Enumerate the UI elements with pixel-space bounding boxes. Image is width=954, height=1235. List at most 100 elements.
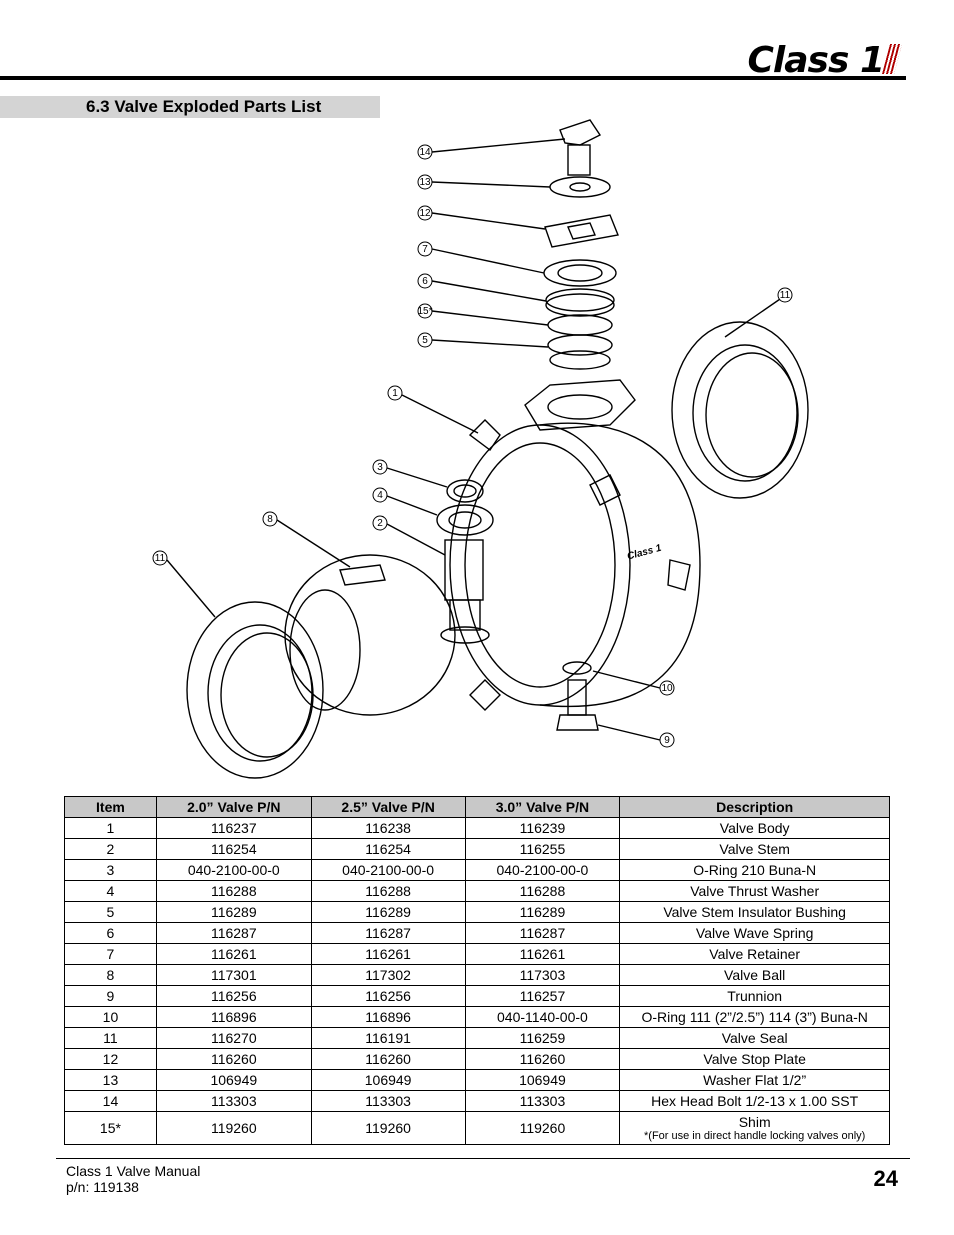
header-rule <box>0 76 906 80</box>
parts-table: Item 2.0” Valve P/N 2.5” Valve P/N 3.0” … <box>64 796 890 1145</box>
callout-12: 12 <box>419 208 431 219</box>
callout-4: 4 <box>377 490 383 501</box>
callout-3: 3 <box>377 462 383 473</box>
cell-item: 10 <box>64 1006 157 1028</box>
wave-spring-part <box>545 288 615 312</box>
class1-logo: Class 1 <box>748 40 903 81</box>
cell-description: Valve Thrust Washer <box>619 880 890 902</box>
footer-part-number: p/n: 119138 <box>66 1179 139 1195</box>
cell-item: 9 <box>64 985 157 1007</box>
callout-8: 8 <box>267 514 273 525</box>
cell-description: Shim *(For use in direct handle locking … <box>619 1111 890 1145</box>
callout-11-right: 11 <box>780 290 791 301</box>
hex-bolt-part <box>559 119 602 176</box>
col-header-2-5in: 2.5” Valve P/N <box>310 796 466 818</box>
cell-description: Washer Flat 1/2” <box>619 1069 890 1091</box>
cell-description: O-Ring 111 (2”/2.5”) 114 (3”) Buna-N <box>619 1006 890 1028</box>
cell-3in: 116289 <box>464 901 621 923</box>
cell-2-5in: 116191 <box>310 1027 466 1049</box>
cell-2in: 116237 <box>155 817 312 839</box>
shim-note: *(For use in direct handle locking valve… <box>644 1129 866 1142</box>
cell-2in: 117301 <box>155 964 312 986</box>
cell-3in: 119260 <box>464 1111 621 1145</box>
cell-2-5in: 116288 <box>310 880 466 902</box>
cell-2in: 116896 <box>155 1006 312 1028</box>
cell-2-5in: 116896 <box>310 1006 466 1028</box>
cell-item: 12 <box>64 1048 157 1070</box>
callout-2: 2 <box>377 518 383 529</box>
cell-description: Valve Stem <box>619 838 890 860</box>
cell-2-5in: 040-2100-00-0 <box>310 859 466 881</box>
cell-2-5in: 116261 <box>310 943 466 965</box>
cell-item: 15* <box>64 1111 157 1145</box>
cell-3in: 116255 <box>464 838 621 860</box>
cell-3in: 117303 <box>464 964 621 986</box>
cell-item: 13 <box>64 1069 157 1091</box>
cell-3in: 116261 <box>464 943 621 965</box>
callout-5: 5 <box>422 335 428 346</box>
col-header-description: Description <box>619 796 890 818</box>
section-title: 6.3 Valve Exploded Parts List <box>0 96 380 118</box>
valve-stem-part <box>440 539 490 644</box>
page-number: 24 <box>873 1166 898 1191</box>
cell-2-5in: 117302 <box>310 964 466 986</box>
callout-1: 1 <box>392 388 398 399</box>
cell-2in: 116260 <box>155 1048 312 1070</box>
thrust-washer-part <box>436 504 494 536</box>
cell-item: 7 <box>64 943 157 965</box>
cell-2in: 040-2100-00-0 <box>155 859 312 881</box>
cell-item: 6 <box>64 922 157 944</box>
cell-3in: 116260 <box>464 1048 621 1070</box>
cell-item: 2 <box>64 838 157 860</box>
cell-3in: 116239 <box>464 817 621 839</box>
callout-14: 14 <box>419 147 431 158</box>
callout-9: 9 <box>664 735 670 746</box>
cell-description: Valve Retainer <box>619 943 890 965</box>
stop-plate-part <box>544 214 619 248</box>
cell-2in: 116289 <box>155 901 312 923</box>
cell-2in: 119260 <box>155 1111 312 1145</box>
cell-description: Valve Stop Plate <box>619 1048 890 1070</box>
insulator-bushing-part <box>547 334 613 356</box>
o-ring-111-part <box>562 661 592 675</box>
cell-2in: 116254 <box>155 838 312 860</box>
description-text: Shim <box>738 1113 771 1130</box>
footer-rule <box>56 1158 910 1159</box>
cell-2-5in: 116289 <box>310 901 466 923</box>
valve-body-part <box>449 419 701 711</box>
cell-3in: 116287 <box>464 922 621 944</box>
cell-3in: 116288 <box>464 880 621 902</box>
cell-3in: 040-2100-00-0 <box>464 859 621 881</box>
cell-2in: 116287 <box>155 922 312 944</box>
callout-6: 6 <box>422 276 428 287</box>
shim-part <box>547 314 613 336</box>
part-callouts <box>152 144 793 748</box>
cell-item: 3 <box>64 859 157 881</box>
trunnion-part <box>556 679 599 731</box>
cell-2in: 116261 <box>155 943 312 965</box>
footer-manual-info: Class 1 Valve Manual p/n: 119138 <box>66 1163 200 1195</box>
cell-description: O-Ring 210 Buna-N <box>619 859 890 881</box>
cell-description: Valve Body <box>619 817 890 839</box>
logo-stripes-icon <box>881 44 903 74</box>
cell-2-5in: 113303 <box>310 1090 466 1112</box>
exploded-valve-diagram: 14 13 12 7 6 15* 5 11 1 3 4 2 8 11 10 9 … <box>152 119 809 779</box>
callout-7: 7 <box>422 244 428 255</box>
cell-item: 14 <box>64 1090 157 1112</box>
col-header-2in: 2.0” Valve P/N <box>155 796 312 818</box>
flat-washer-part <box>549 176 611 198</box>
cell-2-5in: 116260 <box>310 1048 466 1070</box>
cell-item: 4 <box>64 880 157 902</box>
cell-2-5in: 116256 <box>310 985 466 1007</box>
cell-2-5in: 116287 <box>310 922 466 944</box>
